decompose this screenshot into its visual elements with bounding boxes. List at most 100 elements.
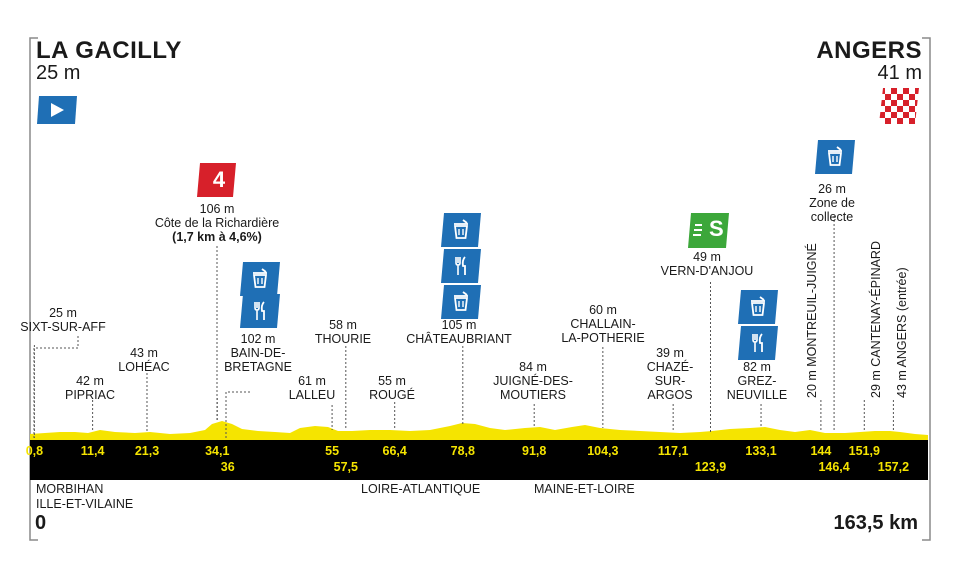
place-chateaubriant: 105 m CHÂTEAUBRIANT (406, 318, 512, 346)
km-marker: 133,1 (745, 444, 777, 458)
place-altitude: 25 m (49, 306, 77, 320)
place-name-line2: SUR- (654, 374, 686, 388)
place-name-line2: BRETAGNE (224, 360, 292, 374)
km-marker: 55 (325, 444, 340, 458)
place-altitude: 42 m (76, 374, 104, 388)
place-altitude: 82 m (743, 360, 771, 374)
start-flag-icon (37, 96, 77, 124)
place-name-line1: JUIGNÉ-DES- (493, 374, 573, 388)
place-name: LOHÉAC (118, 360, 170, 374)
km-marker: 144 (810, 444, 832, 458)
waste-bin-icon (738, 290, 778, 329)
place-sixt-sur-aff: 25 m SIXT-SUR-AFF (20, 306, 105, 334)
place-name: ROUGÉ (369, 388, 415, 402)
climb-detail: (1,7 km à 4,6%) (172, 230, 262, 244)
cutlery-feed-icon (240, 294, 280, 333)
intermediate-sprint-icon (688, 213, 729, 248)
collect-zone-label: 26 m Zone de collecte (809, 182, 855, 224)
place-bain-de-bretagne: 102 m BAIN-DE- BRETAGNE (224, 332, 292, 374)
place-altitude: 102 m (240, 332, 276, 346)
place-angers-entree: 43 m ANGERS (entrée) (895, 267, 909, 398)
place-altitude: 55 m (378, 374, 406, 388)
place-name-line2: MOUTIERS (500, 388, 566, 402)
place-juigne-des-moutiers: 84 m JUIGNÉ-DES- MOUTIERS (493, 360, 573, 402)
km-band (30, 440, 928, 480)
frame-corner-tr (922, 37, 931, 541)
place-name-line3: ARGOS (647, 388, 693, 402)
place-name-line1: BAIN-DE- (230, 346, 286, 360)
place-altitude: 39 m (656, 346, 684, 360)
place-montreuil-juigne: 20 m MONTREUIL-JUIGNÉ (805, 243, 819, 398)
frame-corner-tl (29, 37, 38, 541)
category-4-climb-icon (197, 163, 236, 197)
elevation-profile (30, 421, 928, 440)
place-lalleu: 61 m LALLEU (289, 374, 336, 402)
km-marker: 91,8 (522, 444, 547, 458)
km-marker: 151,9 (848, 444, 880, 458)
place-altitude: 105 m (441, 318, 477, 332)
place-altitude: 84 m (519, 360, 547, 374)
place-name-line2: NEUVILLE (726, 388, 788, 402)
cutlery-feed-icon (738, 326, 778, 365)
total-distance: 163,5 km (833, 512, 918, 534)
waste-bin-icon (441, 285, 481, 324)
km-marker: 57,5 (333, 460, 358, 474)
climb-altitude: 106 m (199, 202, 235, 216)
cutlery-feed-icon (441, 249, 481, 288)
region-line1: MORBIHAN (36, 482, 104, 496)
km-marker: 11,4 (80, 444, 105, 458)
place-name: PIPRIAC (64, 388, 116, 402)
sprint-label: 49 m VERN-D'ANJOU (661, 250, 754, 278)
km-marker: 117,1 (657, 444, 689, 458)
place-cantenay-epinard: 29 m CANTENAY-ÉPINARD (869, 241, 883, 398)
km-marker: 146,4 (818, 460, 850, 474)
km-marker: 34,1 (205, 444, 230, 458)
place-pipriac: 42 m PIPRIAC (65, 374, 115, 402)
place-name-line1: CHAZÉ- (646, 360, 694, 374)
place-altitude: 58 m (329, 318, 357, 332)
place-name: CHÂTEAUBRIANT (406, 332, 512, 346)
guide-line (225, 391, 252, 438)
km-marker: 36 (220, 460, 235, 474)
waste-bin-icon (240, 262, 280, 301)
finish-city: ANGERS (816, 37, 922, 64)
place-chaze-sur-argos: 39 m CHAZÉ- SUR- ARGOS (647, 346, 694, 402)
sprint-letter: S (709, 216, 724, 241)
collect-zone-line2: collecte (810, 210, 854, 224)
km-marker: 0,8 (25, 444, 44, 458)
place-altitude: 43 m (130, 346, 158, 360)
place-name: LALLEU (288, 388, 336, 402)
place-altitude: 61 m (298, 374, 326, 388)
km-marker: 104,3 (587, 444, 619, 458)
place-name: THOURIE (314, 332, 372, 346)
place-name-line1: CHALLAIN- (570, 317, 636, 331)
sprint-name: VERN-D'ANJOU (660, 264, 754, 278)
place-loheac: 43 m LOHÉAC (118, 346, 169, 374)
place-challain-la-potherie: 60 m CHALLAIN- LA-POTHERIE (561, 303, 644, 345)
km-marker: 157,2 (877, 460, 910, 474)
checkered-finish-flag-icon (879, 88, 919, 124)
climb-category-number: 4 (212, 167, 226, 192)
place-thourie: 58 m THOURIE (315, 318, 371, 346)
km-marker: 123,9 (694, 460, 727, 474)
collect-zone-altitude: 26 m (818, 182, 846, 196)
start-city: LA GACILLY (36, 37, 182, 64)
place-name: SIXT-SUR-AFF (20, 320, 106, 334)
place-guide-lines (33, 216, 894, 438)
region-morbihan-ille-et-vilaine: MORBIHAN ILLE-ET-VILAINE (36, 482, 133, 512)
place-grez-neuville: 82 m GREZ- NEUVILLE (727, 360, 787, 402)
region-maine-et-loire: MAINE-ET-LOIRE (534, 482, 635, 496)
guide-line (33, 336, 79, 438)
start-altitude: 25 m (36, 62, 81, 84)
place-altitude: 60 m (589, 303, 617, 317)
start-km: 0 (35, 512, 47, 534)
place-name-line1: GREZ- (737, 374, 777, 388)
region-line2: ILLE-ET-VILAINE (36, 497, 134, 511)
finish-altitude: 41 m (877, 62, 922, 84)
waste-bin-icon (815, 140, 855, 179)
region-loire-atlantique: LOIRE-ATLANTIQUE (361, 482, 481, 496)
climb-name: Côte de la Richardière (154, 216, 280, 230)
collect-zone-line1: Zone de (809, 196, 855, 210)
km-marker: 21,3 (134, 444, 160, 458)
